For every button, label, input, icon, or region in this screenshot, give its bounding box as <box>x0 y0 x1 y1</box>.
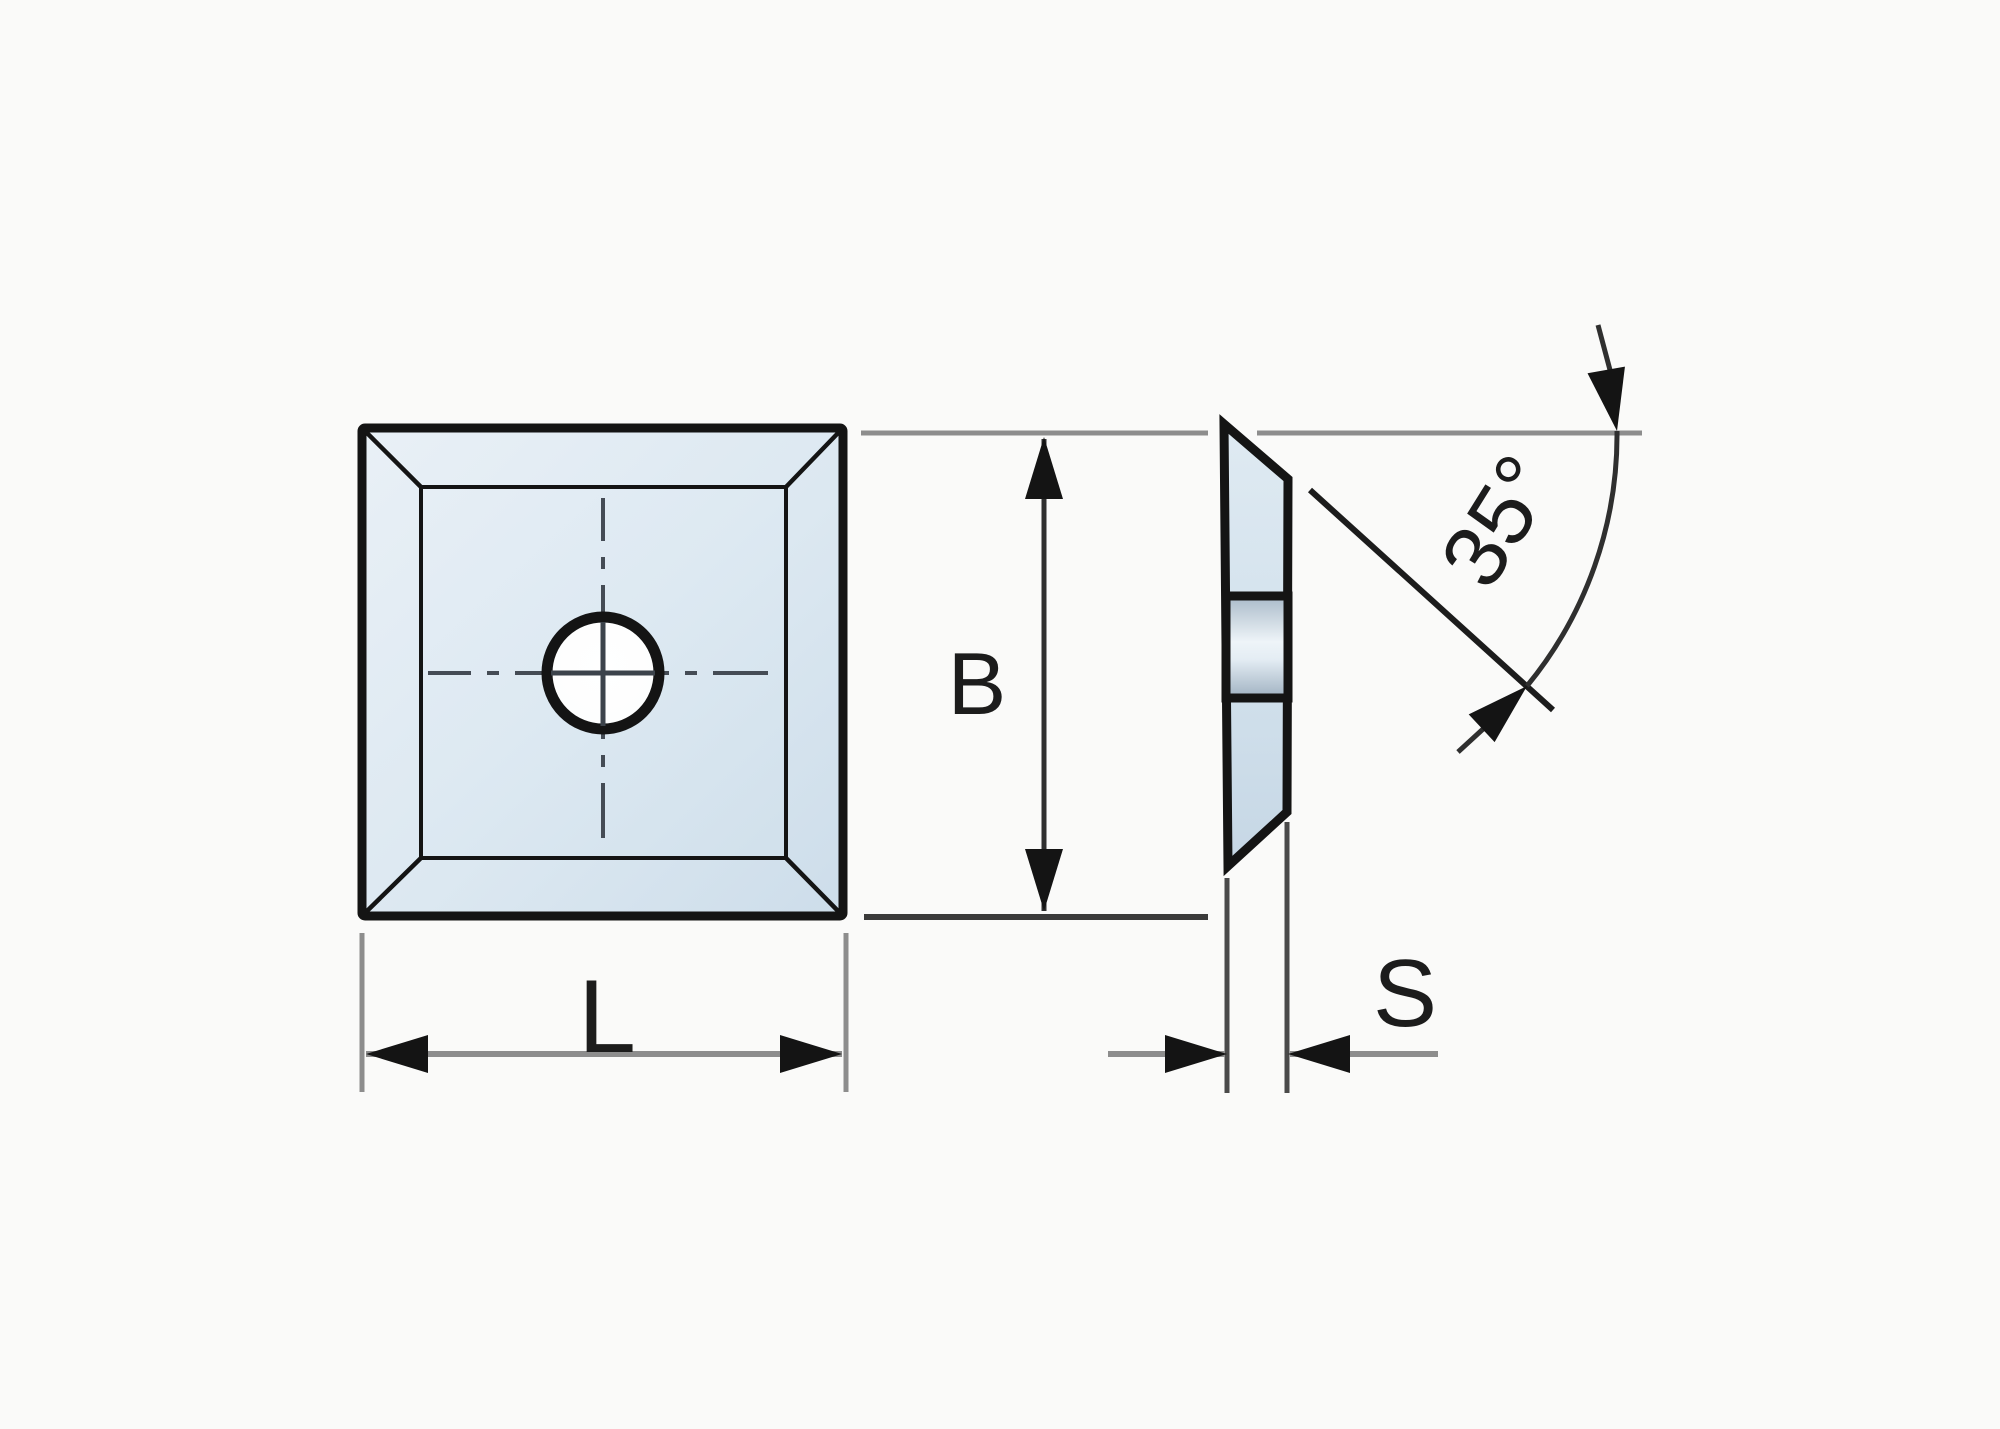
angle-arc <box>1525 430 1620 688</box>
side-hole-band <box>1221 591 1293 703</box>
l-arrow-right <box>780 1035 842 1073</box>
b-arrow-bottom <box>1025 849 1063 911</box>
b-label: B <box>948 634 1007 733</box>
dimension-height: B <box>861 430 1642 920</box>
front-view <box>357 423 848 921</box>
s-label: S <box>1373 940 1437 1047</box>
angle-arc-tail-top <box>1595 324 1613 371</box>
dimension-angle: 35° <box>1307 324 1636 754</box>
l-arrow-left <box>366 1035 428 1073</box>
b-arrow-top <box>1025 437 1063 499</box>
s-arrow-right <box>1288 1035 1350 1073</box>
angle-label: 35° <box>1421 438 1575 603</box>
side-view <box>1219 414 1293 877</box>
dimension-thickness: S <box>1108 822 1438 1093</box>
front-bevel-diagonal-top-right <box>783 430 841 490</box>
front-bevel-diagonal-bottom-left <box>364 855 424 914</box>
dimension-length: L <box>359 933 849 1092</box>
front-bevel-diagonal-bottom-right <box>783 855 841 914</box>
s-arrow-left <box>1165 1035 1227 1073</box>
angle-arrow-top <box>1587 366 1636 435</box>
angle-reference-line <box>1307 487 1556 713</box>
front-bevel-diagonal-top-left <box>364 430 424 490</box>
l-label: L <box>578 959 636 1075</box>
